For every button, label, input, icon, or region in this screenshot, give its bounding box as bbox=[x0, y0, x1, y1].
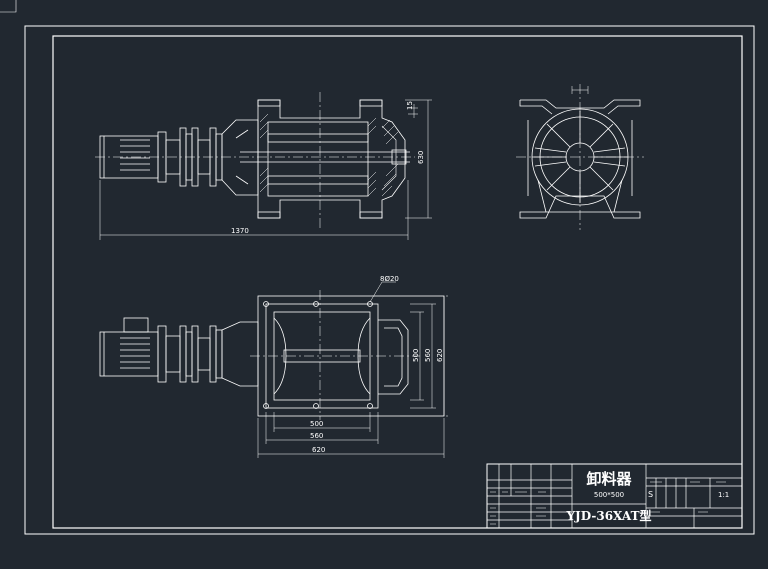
plan-motor bbox=[99, 317, 259, 387]
front-view-dimensions bbox=[99, 99, 432, 240]
plan-view bbox=[99, 290, 445, 420]
bolt-holes bbox=[263, 301, 373, 409]
corner-marker bbox=[0, 0, 17, 13]
front-view bbox=[95, 92, 415, 228]
dim-flange-pattern: 8Ø20 bbox=[380, 275, 399, 283]
dim-width-mid: 560 bbox=[310, 432, 323, 440]
title-block-spec: 500*500 bbox=[594, 491, 624, 499]
dim-width-outer: 620 bbox=[312, 446, 325, 454]
dim-height-side: 630 bbox=[417, 151, 425, 164]
dim-width-inner: 500 bbox=[310, 420, 323, 428]
title-block-tiny-marks bbox=[490, 481, 726, 525]
dim-height-mid: 560 bbox=[424, 349, 432, 362]
title-block-name: 卸料器 bbox=[586, 470, 632, 488]
dim-top-label: 15 bbox=[406, 101, 414, 110]
dim-height-outer: 620 bbox=[436, 349, 444, 362]
title-block-letter: S bbox=[648, 490, 653, 499]
dim-height-inner: 500 bbox=[412, 349, 420, 362]
centerlines bbox=[95, 92, 415, 228]
plan-view-dimensions bbox=[257, 281, 448, 458]
section-hatch bbox=[259, 113, 399, 197]
title-block bbox=[486, 463, 743, 529]
side-view bbox=[516, 84, 644, 230]
title-block-model: YJD-36XAT型 bbox=[565, 508, 651, 523]
dim-length-total: 1370 bbox=[231, 227, 249, 235]
title-block-scale: 1:1 bbox=[718, 491, 729, 499]
reducer-flanges bbox=[157, 119, 259, 196]
drawing-frame bbox=[24, 25, 755, 535]
valve-body bbox=[240, 99, 410, 219]
